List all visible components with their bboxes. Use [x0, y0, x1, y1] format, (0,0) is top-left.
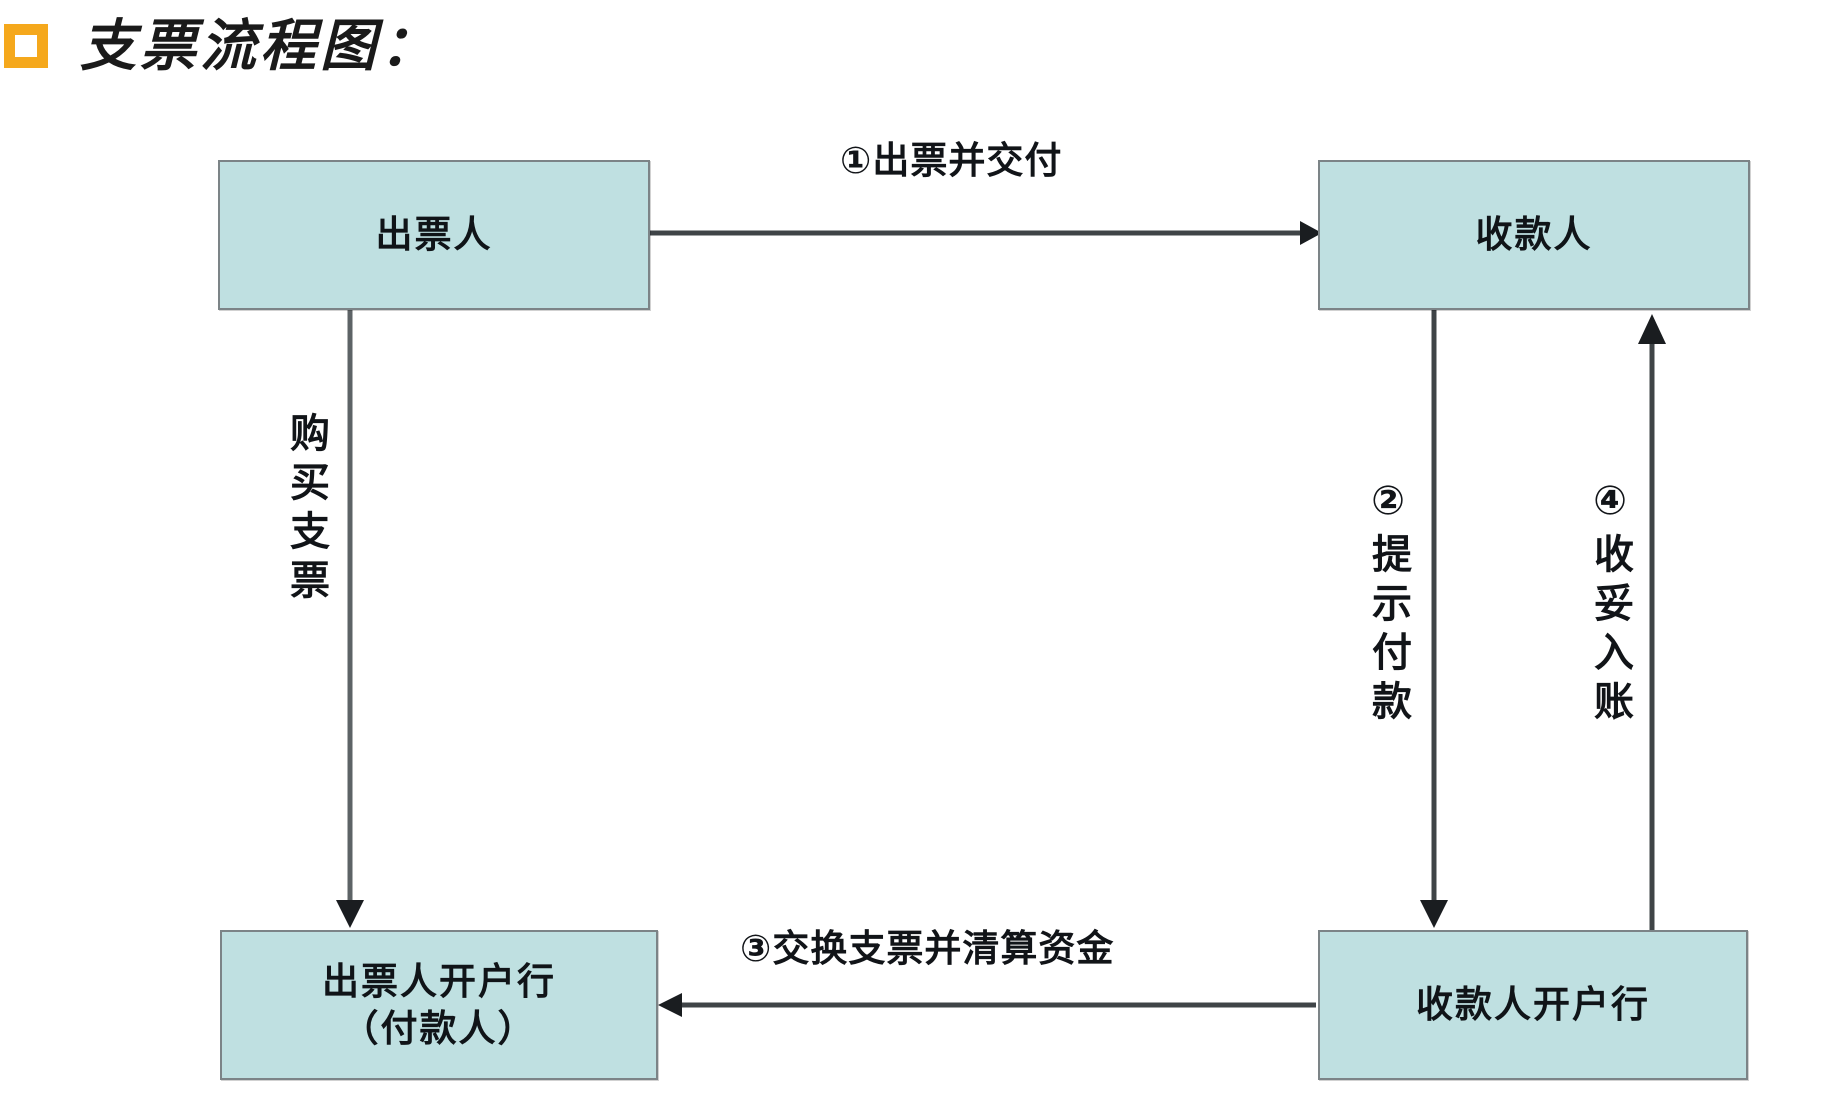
- edge-exchange-and-settle: [658, 993, 1316, 1017]
- node-payee-bank[interactable]: 收款人开户行: [1318, 930, 1748, 1080]
- node-drawer-bank-sublabel: （付款人）: [341, 1007, 537, 1050]
- edge-present-for-payment: [1420, 310, 1448, 928]
- node-payee[interactable]: 收款人: [1318, 160, 1750, 310]
- edge-purchase-cheque: [336, 310, 364, 928]
- node-drawer[interactable]: 出票人: [218, 160, 650, 310]
- edge-issue-and-deliver: [650, 221, 1322, 245]
- edge-label-issue-and-deliver: ①出票并交付: [840, 139, 1063, 182]
- edge-label-exchange-and-settle: ③交换支票并清算资金: [740, 927, 1115, 970]
- edge-label-credited-to-account: ④收妥入账: [1587, 478, 1633, 729]
- node-drawer-bank-label: 出票人开户行: [322, 959, 556, 1003]
- edge-credited-to-account: [1638, 314, 1666, 930]
- square-bullet-icon: [4, 24, 48, 68]
- edge-label-present-for-payment: ②提示付款: [1365, 478, 1411, 729]
- node-drawer-bank[interactable]: 出票人开户行 （付款人）: [220, 930, 658, 1080]
- node-payee-bank-label: 收款人开户行: [1416, 983, 1650, 1027]
- page-title-text: 支票流程图：: [80, 13, 440, 79]
- edge-label-purchase-cheque: 购买支票: [283, 412, 329, 608]
- node-payee-label: 收款人: [1475, 213, 1593, 257]
- page-title: 支票流程图：: [0, 0, 1000, 92]
- node-drawer-label: 出票人: [375, 213, 493, 257]
